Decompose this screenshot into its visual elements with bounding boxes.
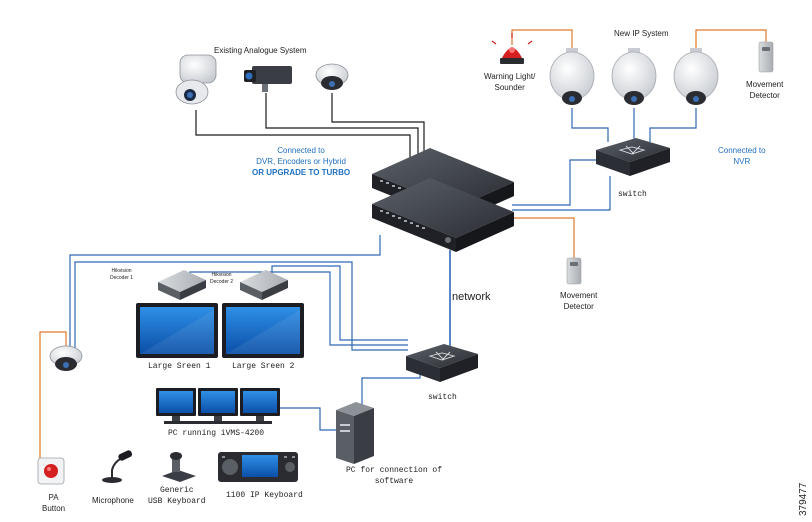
- switch-bottom-label: switch: [428, 393, 457, 402]
- link-switch-dvr-b: [512, 176, 611, 211]
- link-warning-light: [511, 29, 573, 52]
- connected-dvr-label-line1: Connected to: [277, 146, 325, 155]
- decoder-2-icon: [240, 270, 288, 300]
- usb-keyboard-icon: [162, 452, 196, 482]
- analogue-dome-camera-icon: [315, 63, 349, 90]
- new-ip-system-label: New IP System: [614, 29, 669, 38]
- decoder-2-label-line1: Hikvision: [211, 272, 232, 278]
- dvr-stack-icon: [372, 148, 514, 252]
- ip-keyboard-icon: [218, 452, 298, 482]
- switch-top-label: switch: [618, 190, 647, 199]
- link-camera1-dvr: [195, 110, 411, 160]
- existing-system-label: Existing Analogue System: [214, 46, 307, 55]
- decoder-1-label-line1: Hikvision: [111, 268, 132, 274]
- pa-button-label-line1: PA: [48, 493, 59, 502]
- decoder-2-label: Hikvision Decoder 2: [210, 272, 233, 286]
- link-ipcam3-switch: [649, 108, 697, 142]
- link-camera3-dvr: [331, 93, 425, 160]
- pc-tower-icon: [336, 402, 374, 464]
- warning-light-icon: [491, 33, 533, 64]
- link-monitors-pc: [278, 407, 336, 431]
- movement-detector-top-label-line2: Detector: [749, 91, 780, 100]
- analogue-box-camera-icon: [244, 66, 292, 92]
- link-left-loop-a: [69, 235, 381, 348]
- pc-software-label: PC for connection of software: [346, 465, 442, 487]
- microphone-icon: [102, 450, 133, 483]
- large-screen-2-label: Large Sreen 2: [232, 362, 295, 371]
- link-left-loop-b: [74, 261, 408, 351]
- movement-detector-mid-icon: [566, 257, 582, 285]
- connected-dvr-label-line3: OR UPGRADE TO TURBO: [252, 168, 351, 177]
- link-dvr-movement-mid: [512, 217, 575, 258]
- pc-software-label-line2: software: [374, 477, 414, 486]
- large-screen-1-icon: [136, 303, 218, 358]
- ip-ptz-camera-1-icon: [549, 48, 595, 105]
- pc-ivms-label: PC running iVMS-4200: [168, 429, 265, 438]
- usb-keyboard-label: Generic USB Keyboard: [148, 485, 206, 507]
- analogue-ptz-camera-icon: [175, 54, 217, 105]
- link-switch-dvr-a: [512, 159, 598, 206]
- connected-dvr-label-line2: DVR, Encoders or Hybrid: [256, 157, 346, 166]
- ip-keyboard-label: 1100 IP Keyboard: [226, 491, 303, 500]
- link-movement-top: [695, 29, 767, 52]
- movement-detector-top-icon: [758, 41, 774, 73]
- connected-nvr-label: Connected to NVR: [718, 145, 766, 167]
- movement-detector-top-label: Movement Detector: [746, 79, 783, 101]
- movement-detector-top-label-line1: Movement: [746, 80, 784, 89]
- warning-light-label: Warning Light/ Sounder: [484, 71, 535, 93]
- movement-detector-mid-label-line1: Movement: [560, 291, 598, 300]
- decoder-2-label-line2: Decoder 2: [210, 279, 234, 285]
- link-pa-button: [39, 331, 67, 460]
- usb-keyboard-label-line2: USB Keyboard: [148, 497, 206, 506]
- pc-software-label-line1: PC for connection of: [346, 466, 443, 475]
- ip-ptz-camera-2-icon: [611, 48, 657, 105]
- movement-detector-mid-label: Movement Detector: [560, 290, 597, 312]
- connections: [39, 29, 767, 460]
- warning-light-label-line1: Warning Light/: [484, 72, 536, 81]
- link-switch-pc: [361, 372, 421, 405]
- switch-bottom-icon: [406, 344, 478, 382]
- left-dome-camera-icon: [49, 345, 83, 371]
- ip-ptz-camera-3-icon: [673, 48, 719, 105]
- connected-nvr-label-line2: NVR: [733, 157, 751, 166]
- usb-keyboard-label-line1: Generic: [160, 486, 194, 495]
- network-label: network: [452, 291, 491, 303]
- decoder-1-label-line2: Decoder 1: [110, 275, 134, 281]
- pa-button-label: PA Button: [42, 492, 65, 514]
- decoder-1-icon: [158, 270, 206, 300]
- microphone-label: Microphone: [92, 496, 134, 505]
- warning-light-label-line2: Sounder: [494, 83, 525, 92]
- figure-number: 379477: [798, 482, 809, 516]
- pc-monitors-icon: [156, 388, 280, 424]
- movement-detector-mid-label-line2: Detector: [563, 302, 594, 311]
- switch-top-icon: [596, 138, 670, 176]
- connected-dvr-label: Connected to DVR, Encoders or Hybrid OR …: [252, 145, 350, 178]
- link-decoder2-switch: [271, 265, 408, 341]
- large-screen-1-label: Large Sreen 1: [148, 362, 211, 371]
- link-ipcam1-switch: [571, 108, 609, 142]
- connected-nvr-label-line1: Connected to: [718, 146, 766, 155]
- large-screen-2-icon: [222, 303, 304, 358]
- decoder-1-label: Hikvision Decoder 1: [110, 268, 133, 282]
- pa-button-label-line2: Button: [42, 504, 66, 513]
- link-camera2-dvr: [265, 93, 419, 160]
- pa-button-icon: [37, 457, 65, 485]
